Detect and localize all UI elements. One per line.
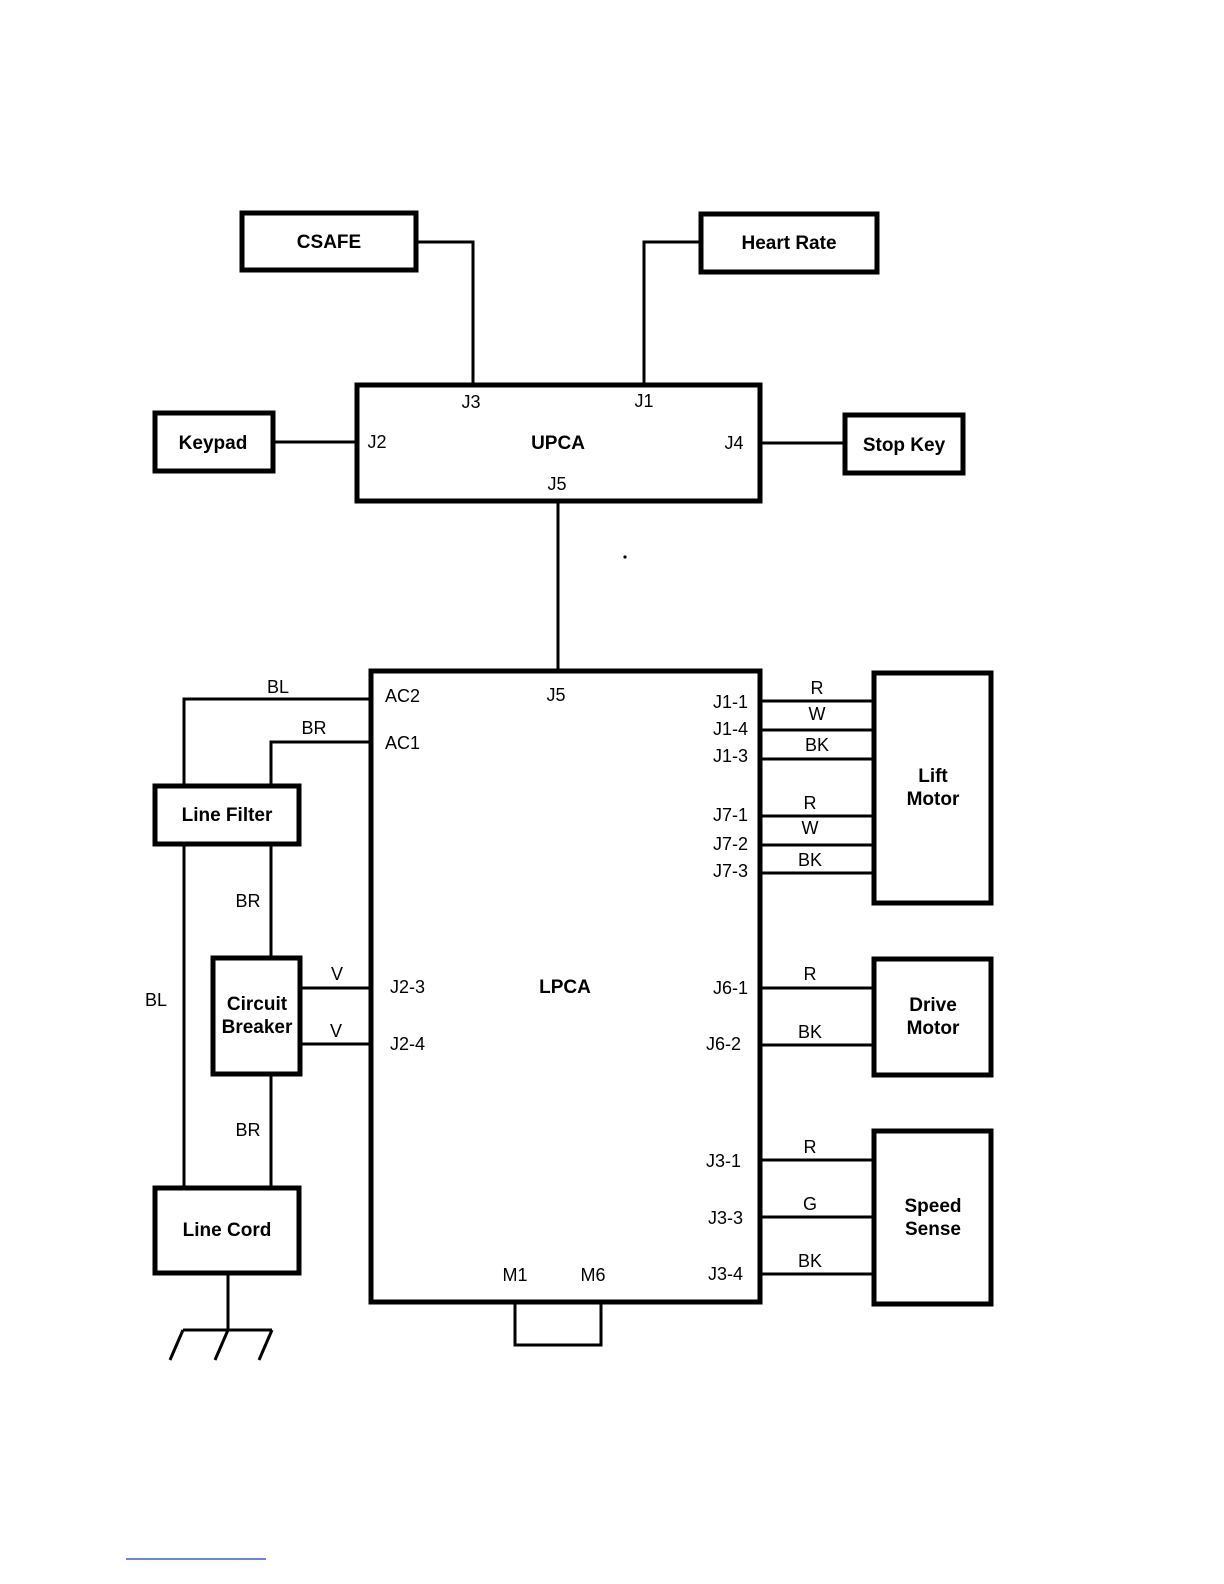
wire-label-j7-1-r: R	[804, 793, 817, 813]
heart-rate-label: Heart Rate	[741, 233, 836, 254]
lpca-pin-j6-1: J6-1	[713, 978, 748, 998]
wire-label-j1-1-r: R	[811, 678, 824, 698]
speed-sense-label-line2: Sense	[905, 1219, 961, 1240]
upca-pin-j2: J2	[367, 432, 386, 452]
wire-label-breaker-cord-br: BR	[235, 1120, 260, 1140]
lpca-pin-ac1: AC1	[385, 733, 420, 753]
drive-motor-label-line1: Drive	[909, 995, 957, 1016]
stray-dot	[623, 555, 626, 558]
keypad-label: Keypad	[179, 433, 248, 454]
lpca-label: LPCA	[539, 977, 591, 998]
wire-label-j7-2-w: W	[802, 818, 819, 838]
wire-label-j6-2-bk: BK	[798, 1022, 822, 1042]
lift-motor-label-line2: Motor	[907, 789, 960, 810]
lpca-pin-j1-4: J1-4	[713, 719, 748, 739]
circuit-breaker-label-line2: Breaker	[222, 1017, 293, 1038]
wire-label-j6-1-r: R	[804, 964, 817, 984]
wire-label-j7-3-bk: BK	[798, 850, 822, 870]
wire-label-j3-3-g: G	[803, 1194, 817, 1214]
wire-label-j1-3-bk: BK	[805, 735, 829, 755]
lpca-pin-j1-3: J1-3	[713, 746, 748, 766]
lpca-pin-j7-3: J7-3	[713, 861, 748, 881]
lpca-pin-j3-3: J3-3	[708, 1208, 743, 1228]
upca-label: UPCA	[531, 433, 585, 454]
stop-key-label: Stop Key	[863, 435, 946, 456]
lpca-pin-j3-4: J3-4	[708, 1264, 743, 1284]
wire-label-j2-3-v: V	[331, 964, 343, 984]
upca-pin-j1: J1	[634, 391, 653, 411]
lpca-pin-m6: M6	[580, 1265, 605, 1285]
lpca-pin-j1-1: J1-1	[713, 692, 748, 712]
lpca-pin-j2-3: J2-3	[390, 977, 425, 997]
wire-csafe-upca	[416, 242, 473, 384]
wire-label-filter-breaker-br: BR	[235, 891, 260, 911]
wire-label-j1-4-w: W	[809, 704, 826, 724]
line-cord-label: Line Cord	[183, 1220, 272, 1241]
lpca-pin-j6-2: J6-2	[706, 1034, 741, 1054]
ground-symbol	[170, 1330, 272, 1360]
wire-label-j3-1-r: R	[804, 1137, 817, 1157]
upca-pin-j4: J4	[724, 433, 743, 453]
lpca-pin-j2-4: J2-4	[390, 1034, 425, 1054]
line-filter-label: Line Filter	[182, 805, 273, 826]
lpca-pin-m1: M1	[502, 1265, 527, 1285]
speed-sense-box	[874, 1131, 991, 1304]
upca-pin-j5: J5	[547, 474, 566, 494]
lpca-pin-ac2: AC2	[385, 686, 420, 706]
circuit-breaker-label-line1: Circuit	[227, 994, 288, 1015]
upca-pin-j3: J3	[461, 392, 480, 412]
drive-motor-label-line2: Motor	[907, 1018, 960, 1039]
drive-motor-box	[874, 959, 991, 1075]
speed-sense-label-line1: Speed	[904, 1196, 961, 1217]
lpca-pin-j3-1: J3-1	[706, 1151, 741, 1171]
wire-label-j3-4-bk: BK	[798, 1251, 822, 1271]
wire-heartrate-upca	[644, 242, 701, 384]
lift-motor-label-line1: Lift	[918, 766, 948, 787]
lpca-pin-j5: J5	[546, 685, 565, 705]
circuit-breaker-box	[213, 958, 300, 1074]
lift-motor-box	[874, 673, 991, 903]
wire-m1-m6-loop	[515, 1302, 601, 1345]
wire-label-j2-4-v: V	[330, 1021, 342, 1041]
lpca-pin-j7-2: J7-2	[713, 834, 748, 854]
wire-label-cord-filter-bl: BL	[145, 990, 167, 1010]
wire-label-ac1-br: BR	[301, 718, 326, 738]
wire-ac1-br	[271, 742, 371, 786]
csafe-label: CSAFE	[297, 232, 361, 253]
wire-label-ac2-bl: BL	[267, 677, 289, 697]
lpca-pin-j7-1: J7-1	[713, 805, 748, 825]
